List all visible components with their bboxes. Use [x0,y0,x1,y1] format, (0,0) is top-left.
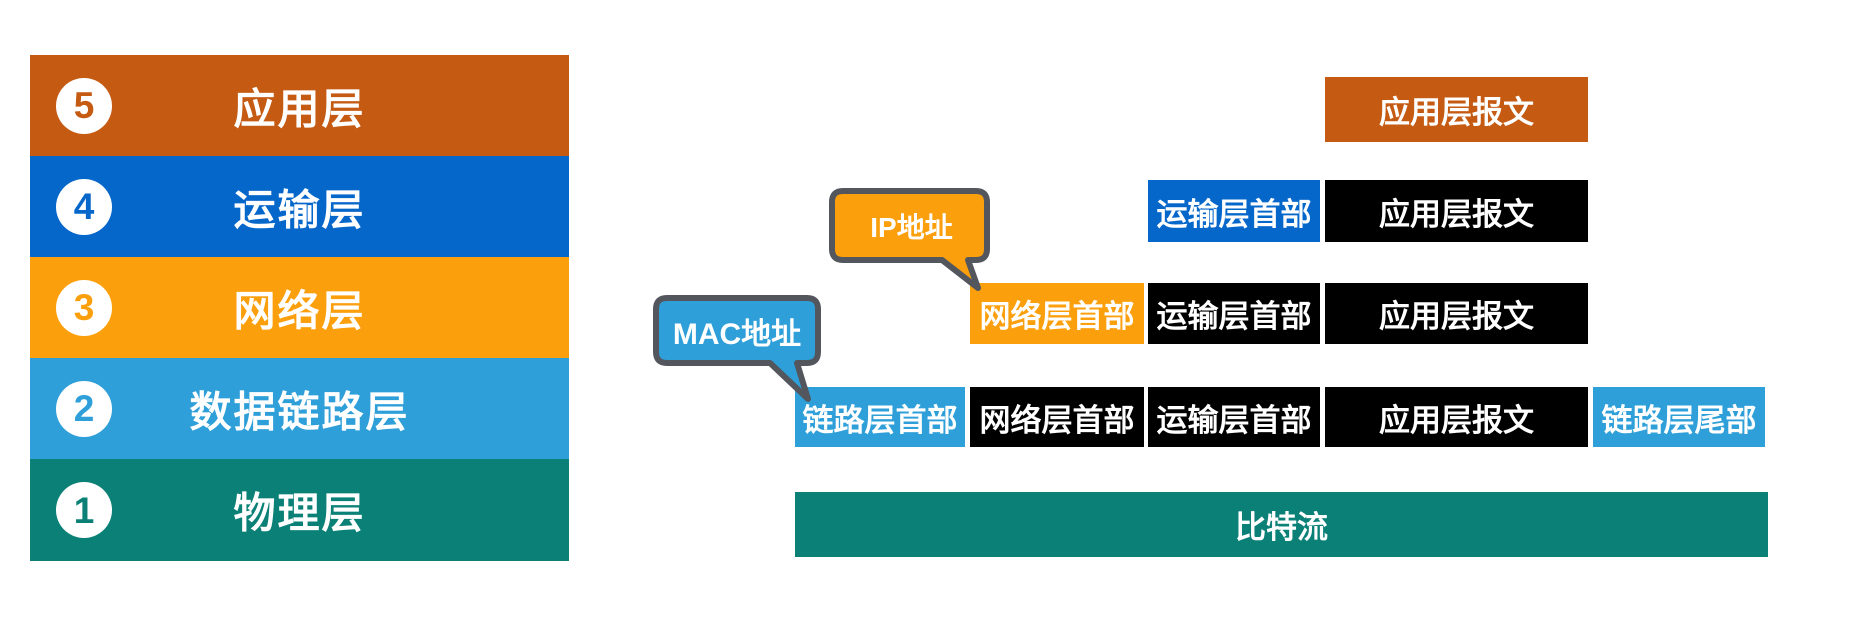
segment-network-header: 网络层首部 [970,283,1144,344]
segment-transport-header: 运输层首部 [1148,180,1320,242]
segment-application-message: 应用层报文 [1325,283,1588,344]
layer-band-datalink: 2 数据链路层 [30,358,569,459]
layer-number-badge: 2 [56,380,112,437]
segment-link-trailer: 链路层尾部 [1593,387,1765,447]
segment-application-message: 应用层报文 [1325,180,1588,242]
mac-address-callout-label: MAC地址 [672,317,802,351]
layer-label: 数据链路层 [189,388,410,435]
layer-label: 网络层 [233,287,366,334]
segment-network-header: 网络层首部 [970,387,1144,447]
mac-address-callout-bubble [653,295,821,402]
ip-callout-shape [829,188,990,291]
layer-label: 物理层 [233,489,366,537]
segment-transport-header: 运输层首部 [1148,387,1320,447]
ip-address-callout-label: IP地址 [870,211,953,243]
segment-bitstream: 比特流 [795,492,1768,557]
segment-application-message: 应用层报文 [1325,387,1588,447]
mac-callout-shape [653,295,821,402]
layer-label: 运输层 [233,186,366,233]
segment-link-header: 链路层首部 [795,387,965,447]
layer-label: 应用层 [233,85,366,132]
layer-stack: 5 应用层 4 运输层 3 网络层 2 数据链路层 1 物理层 [30,55,569,561]
layer-number-badge: 5 [56,77,112,134]
layer-number-badge: 3 [56,279,112,336]
layer-band-transport: 4 运输层 [30,156,569,257]
layer-number-badge: 1 [56,482,112,538]
segment-application-message: 应用层报文 [1325,77,1588,142]
layer-band-network: 3 网络层 [30,257,569,358]
layer-number-badge: 4 [56,178,112,235]
segment-transport-header: 运输层首部 [1148,283,1320,344]
layer-band-application: 5 应用层 [30,55,569,156]
ip-address-callout-bubble [829,188,990,291]
layer-band-physical: 1 物理层 [30,459,569,561]
